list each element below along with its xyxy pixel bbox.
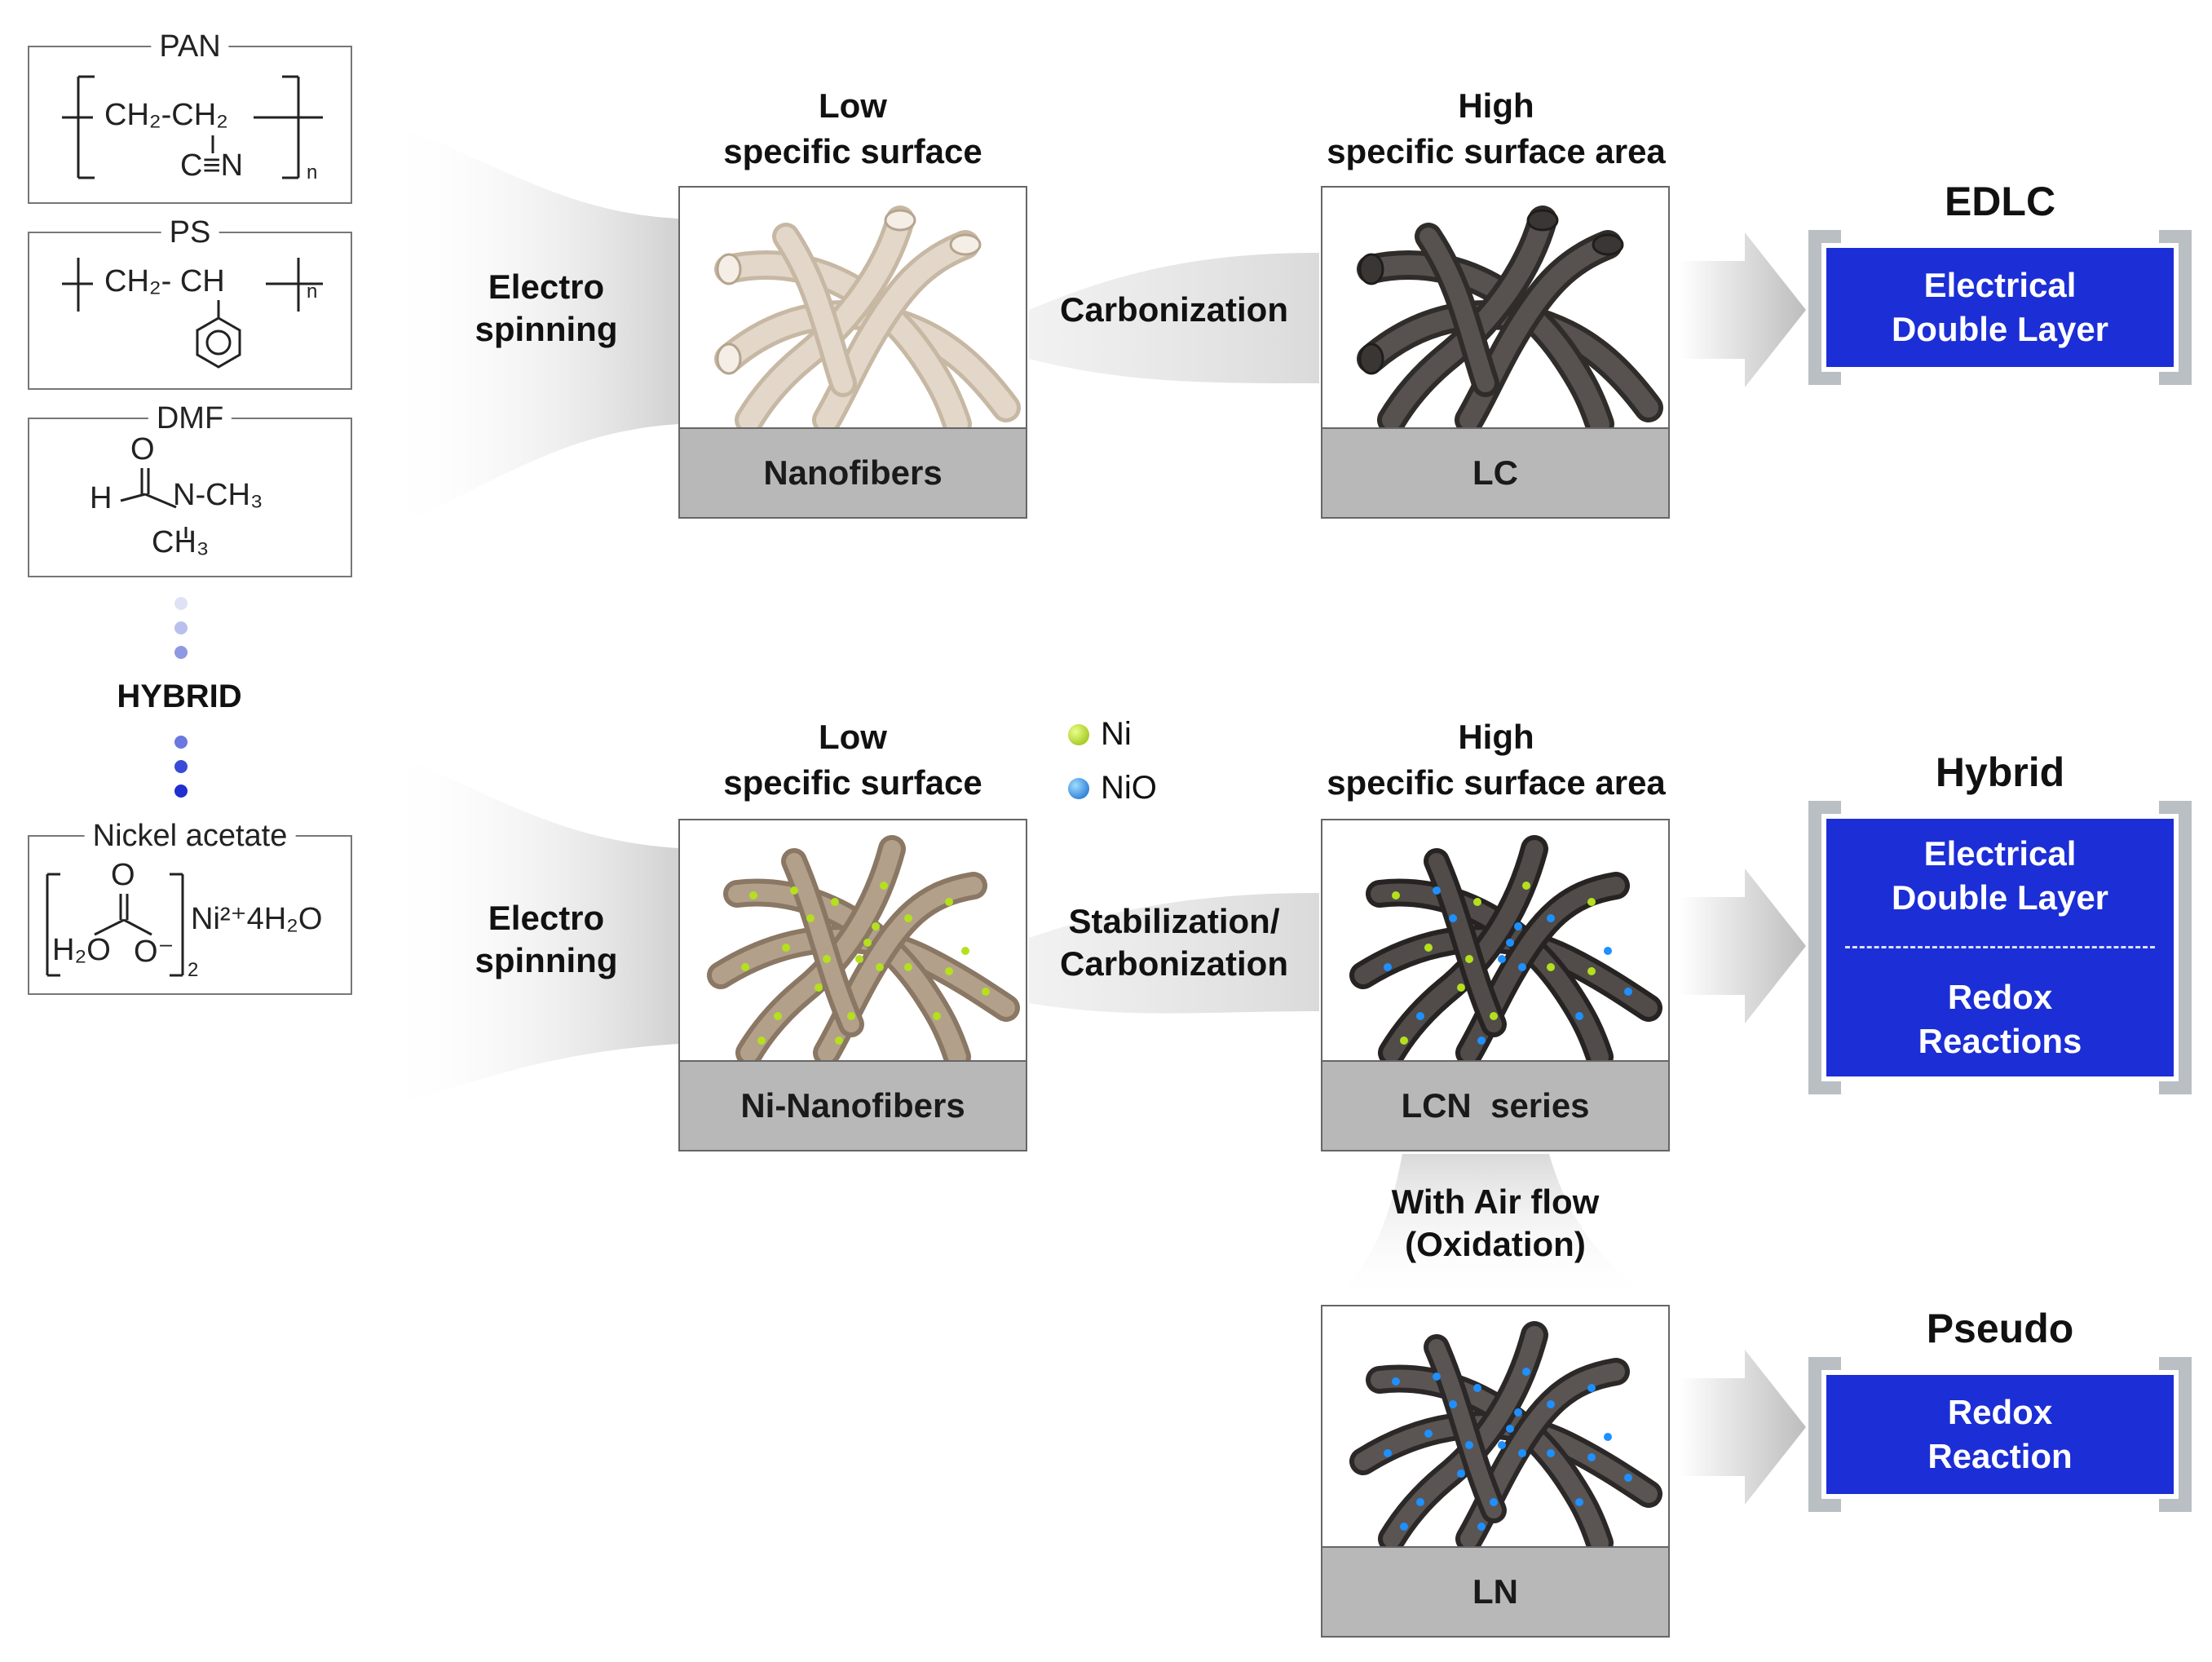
pseudo-line-1: Redox (1947, 1393, 2053, 1431)
arrow-hybrid (1680, 869, 1806, 1023)
ni-nanofibers-image (707, 835, 1020, 1063)
result-edlc-title: EDLC (1944, 179, 2056, 224)
nickel-sub2: 2 (188, 959, 199, 981)
funnel-mid-2 (1029, 893, 1319, 1014)
legend-nio-label: NiO (1101, 770, 1157, 806)
hybrid-redox: Redox Reactions (1918, 975, 2082, 1063)
arrow-edlc (1680, 232, 1806, 387)
result-hybrid-box: Electrical Double Layer Redox Reactions (1826, 819, 2174, 1076)
dmf-h: H (90, 481, 113, 515)
caption-lcn-series: LCN series (1322, 1060, 1668, 1150)
pan-chain: CH₂-CH₂ (104, 98, 228, 132)
result-pseudo: Redox Reaction (1808, 1357, 2192, 1512)
result-edlc: Electrical Double Layer (1808, 230, 2192, 385)
nickel-title: Nickel acetate (84, 819, 296, 854)
hybrid-divider (1845, 946, 2155, 949)
panel-lc: LC (1321, 186, 1670, 519)
dot-3 (174, 646, 188, 659)
panel-ln: LN (1321, 1305, 1670, 1638)
dot-6 (174, 785, 188, 798)
result-edlc-box: Electrical Double Layer (1826, 248, 2174, 367)
nio-marker-icon (1068, 777, 1089, 799)
funnel-mid-1 (383, 750, 678, 1109)
ps-box: PS CH₂- CH n (28, 215, 352, 390)
caption-ni-nanofibers: Ni-Nanofibers (680, 1060, 1026, 1150)
panel-lcn-series: LCN series (1321, 819, 1670, 1151)
caption-lc: LC (1322, 427, 1668, 517)
dot-4 (174, 736, 188, 749)
dot-2 (174, 621, 188, 634)
pan-brackets (62, 75, 323, 179)
ps-chain: CH₂- CH (104, 264, 225, 298)
top-panel1-label: Low specific surface (723, 86, 982, 170)
top-step-electrospinning: Electro spinning (475, 267, 618, 348)
panel-ni-nanofibers: Ni-Nanofibers (678, 819, 1027, 1151)
hybrid-label: HYBRID (117, 679, 242, 714)
dmf-o: O (130, 432, 155, 466)
pan-title: PAN (151, 29, 229, 64)
ni-marker-icon (1068, 723, 1089, 745)
ps-n: n (307, 281, 318, 303)
result-pseudo-box: Redox Reaction (1826, 1375, 2174, 1494)
funnel-top-1 (383, 122, 678, 530)
dmf-box: DMF O H N-CH₃ CH₃ (28, 401, 352, 577)
pan-pendant: C≡N (180, 148, 244, 183)
dmf-n-group: N-CH₃ (173, 478, 263, 512)
nickel-o: O (111, 858, 135, 892)
nickel-h2o: H₂O (52, 933, 111, 967)
top-step-carbonization: Carbonization (1060, 290, 1288, 329)
funnel-vertical (1321, 1154, 1663, 1303)
nickel-ni-part: Ni²⁺4H₂O (191, 902, 323, 936)
mid-panel2-label: High specific surface area (1327, 718, 1666, 802)
result-hybrid-title: Hybrid (1935, 749, 2065, 795)
hybrid-line-3: Redox (1947, 977, 2053, 1016)
lcn-image (1349, 835, 1662, 1063)
hybrid-line-1: Electrical (1923, 834, 2077, 873)
lc-image (1357, 206, 1663, 431)
result-hybrid: Electrical Double Layer Redox Reactions (1808, 801, 2192, 1094)
caption-nanofibers: Nanofibers (680, 427, 1026, 517)
mid-step-electrospinning: Electro spinning (475, 899, 618, 979)
bottom-step-airflow: With Air flow (Oxidation) (1391, 1182, 1600, 1263)
dmf-title: DMF (148, 401, 232, 436)
edlc-line-2: Double Layer (1891, 310, 2109, 348)
pan-n: n (307, 161, 318, 183)
hybrid-edl: Electrical Double Layer (1892, 832, 2108, 920)
panel-nanofibers: Nanofibers (678, 186, 1027, 519)
legend-ni: Ni (1068, 716, 1132, 753)
mid-step-stabilization: Stabilization/ Carbonization (1060, 902, 1288, 983)
result-pseudo-title: Pseudo (1926, 1306, 2074, 1351)
hybrid-line-4: Reactions (1918, 1021, 2082, 1060)
nickel-acetate-box: Nickel acetate O H₂O O⁻ 2 Ni²⁺4H₂O (28, 819, 352, 995)
top-panel2-label: High specific surface area (1327, 86, 1666, 170)
nanofibers-image (714, 206, 1021, 431)
hybrid-line-2: Double Layer (1891, 878, 2109, 917)
dmf-ch3: CH₃ (152, 525, 210, 559)
ps-structure (62, 258, 323, 369)
mid-panel1-label: Low specific surface (723, 718, 982, 802)
dot-1 (174, 597, 188, 610)
nickel-o-minus: O⁻ (134, 935, 174, 969)
edlc-line-1: Electrical (1923, 266, 2077, 304)
ln-image (1349, 1321, 1662, 1549)
legend-nio: NiO (1068, 770, 1157, 807)
pseudo-line-2: Reaction (1927, 1437, 2073, 1475)
dot-5 (174, 760, 188, 773)
dmf-bonds (120, 468, 188, 538)
pan-box: PAN CH₂-CH₂ C≡N n (28, 29, 352, 204)
caption-ln: LN (1322, 1546, 1668, 1636)
ps-title: PS (161, 215, 219, 250)
nickel-bonds (46, 873, 184, 977)
legend-ni-label: Ni (1101, 716, 1132, 752)
arrow-pseudo (1680, 1350, 1806, 1505)
funnel-top-2 (1029, 253, 1319, 383)
